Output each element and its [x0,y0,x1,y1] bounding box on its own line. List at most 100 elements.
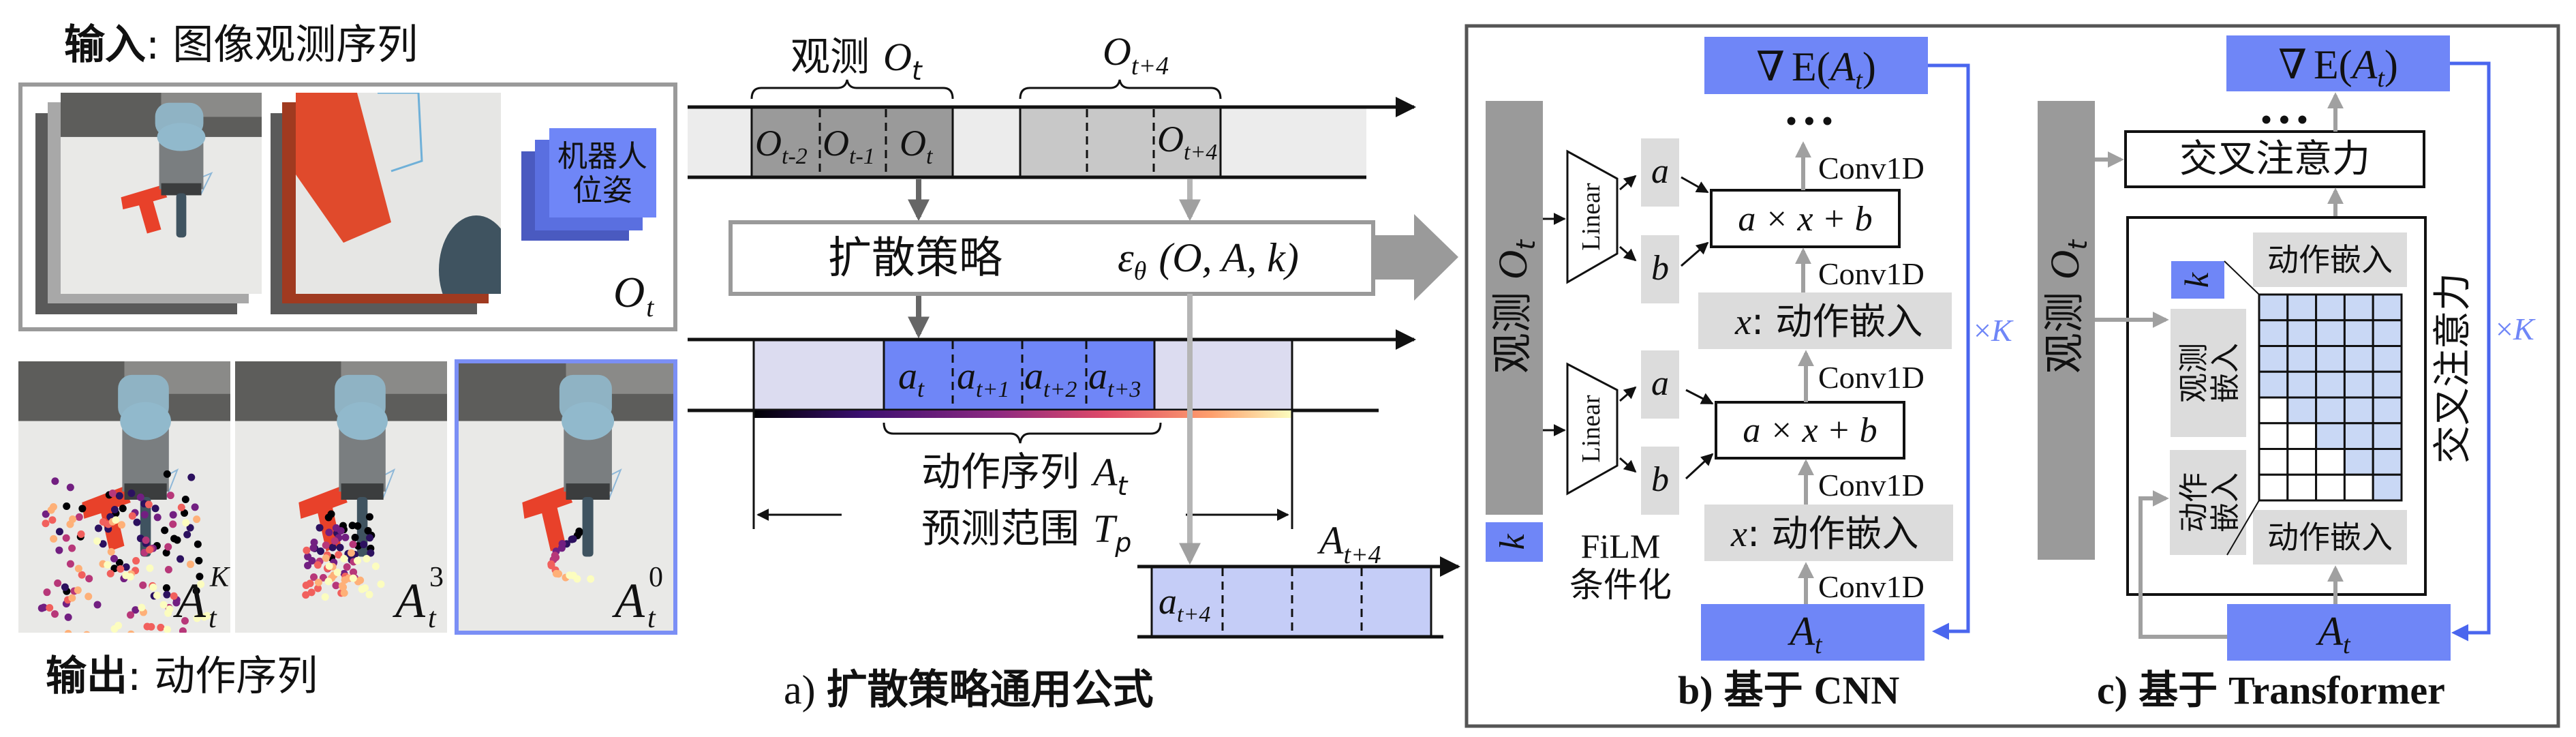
attention-cell-allowed [2372,370,2403,399]
conv1d-label: Conv1D [1818,151,1925,185]
action-sample-dot [162,584,170,592]
red-t-block [522,486,573,552]
observation-window [750,106,954,179]
next-action-sequence-label: At+4 [1317,518,1381,569]
diffusion-step-k-label: k [1493,534,1532,550]
action-sample-dot [63,502,71,510]
red-t-block [121,185,168,234]
action-sample-dot [172,599,181,607]
action-sample-dot [367,549,375,557]
action-sample-dot [68,544,76,552]
action-embedding-vertical-label: 动作嵌入 [2177,472,2243,532]
action-sample-dot [132,557,140,565]
action-sample-dot [197,580,205,588]
action-sample-dot [99,540,107,548]
observation-bar-label: 观测Ot [1489,239,1541,374]
attention-cell-allowed [2315,396,2346,425]
attention-cell-allowed [2372,293,2403,322]
obs-cell-t-2: Ot-2 [755,123,808,169]
action-sample-dot [138,603,146,612]
action-sample-dot [192,587,200,595]
action-sample-dot [106,569,114,577]
attention-cell-masked [2258,448,2289,476]
action-sample-dot [83,631,90,633]
action-sample-dot [61,583,69,591]
action-sample-dot [54,579,62,587]
attention-cell-allowed [2372,422,2403,450]
svg-text:t: t [647,603,656,634]
film-bias-b-label: b [1651,460,1669,499]
next-action-cell: at+4 [1159,581,1210,627]
attention-cell-allowed [2372,319,2403,347]
action-sample-dot [333,568,341,576]
conv1d-label: Conv1D [1818,256,1925,291]
conv-arrows [1795,141,1814,604]
attention-cell-allowed [2286,396,2318,425]
action-sample-dot [183,530,191,539]
action-sample-dot [78,505,87,513]
attention-cell-masked [2258,422,2289,450]
robot-flange [161,183,202,196]
action-sample-dot [322,554,330,562]
input-section: 输入: 图像观测序列 机器人 位姿 Ot [18,21,677,331]
action-sample-dot [162,549,170,557]
red-t-block [82,486,131,552]
svg-text:K: K [209,562,230,593]
output-title: 输出: 动作序列 [46,652,318,700]
action-sample-dot [40,603,48,612]
conv1d-label: Conv1D [1818,360,1925,395]
action-sample-dot [371,562,380,571]
attention-cell-allowed [2258,319,2289,347]
action-sample-dot [552,569,560,577]
attention-cell-allowed [2286,345,2318,373]
attention-cell-masked [2315,448,2346,476]
action-sample-dot [328,543,337,552]
film-arrows-top [1619,175,1709,267]
attention-cell-allowed [2286,319,2318,347]
svg-text:t: t [209,603,217,634]
noisy-action-input-box [2227,604,2451,661]
action-sample-dot [164,625,172,633]
action-sample-dot [363,554,371,562]
action-sample-dot [186,524,194,532]
action-sample-dot [354,556,362,565]
svg-text:0: 0 [649,562,663,593]
camera-image-overview [61,93,262,294]
action-sample-dot [179,627,187,633]
big-right-arrow [1373,214,1458,301]
attention-cell-allowed [2372,396,2403,425]
action-sample-dot [194,540,202,548]
film-scale-a-label: a [1651,364,1669,403]
diffusion-step-k-box [1486,522,1543,562]
obs-cell-t-1: Ot-1 [823,123,875,169]
iteration-loop-arrow [2450,61,2491,642]
action-sample-dot [166,605,174,614]
action-sample-dot [186,560,194,569]
action-sample-dot [170,592,178,600]
action-sample-dot [303,546,311,554]
action-sample-dot [314,584,322,592]
attention-cell-allowed [2372,448,2403,476]
linear-label-bottom: Linear [1577,395,1606,463]
action-sample-dot [62,534,70,542]
robot-flange [124,483,167,500]
pusher-tool [176,193,187,238]
photo [61,93,262,294]
red-t-block [296,93,391,243]
action-sample-dot [161,636,168,644]
action-sample-dot [325,562,333,570]
attention-cell-allowed [2372,473,2403,502]
action-sample-dot [308,556,316,565]
svg-text:A: A [612,573,645,628]
action-sample-dot [133,518,141,526]
cell-dividers [818,109,1155,176]
target-outline [378,93,423,172]
action-sample-dot [569,535,577,543]
action-sample-dot [64,629,72,633]
noise-predictor-formula: εθ(O, A, k) [1118,235,1299,286]
conv1d-label: Conv1D [1818,569,1925,604]
action-sample-dot [349,574,357,582]
score-gradient-label: ∇E(At) [2278,42,2398,93]
film-scale-a-bottom [1641,350,1679,419]
